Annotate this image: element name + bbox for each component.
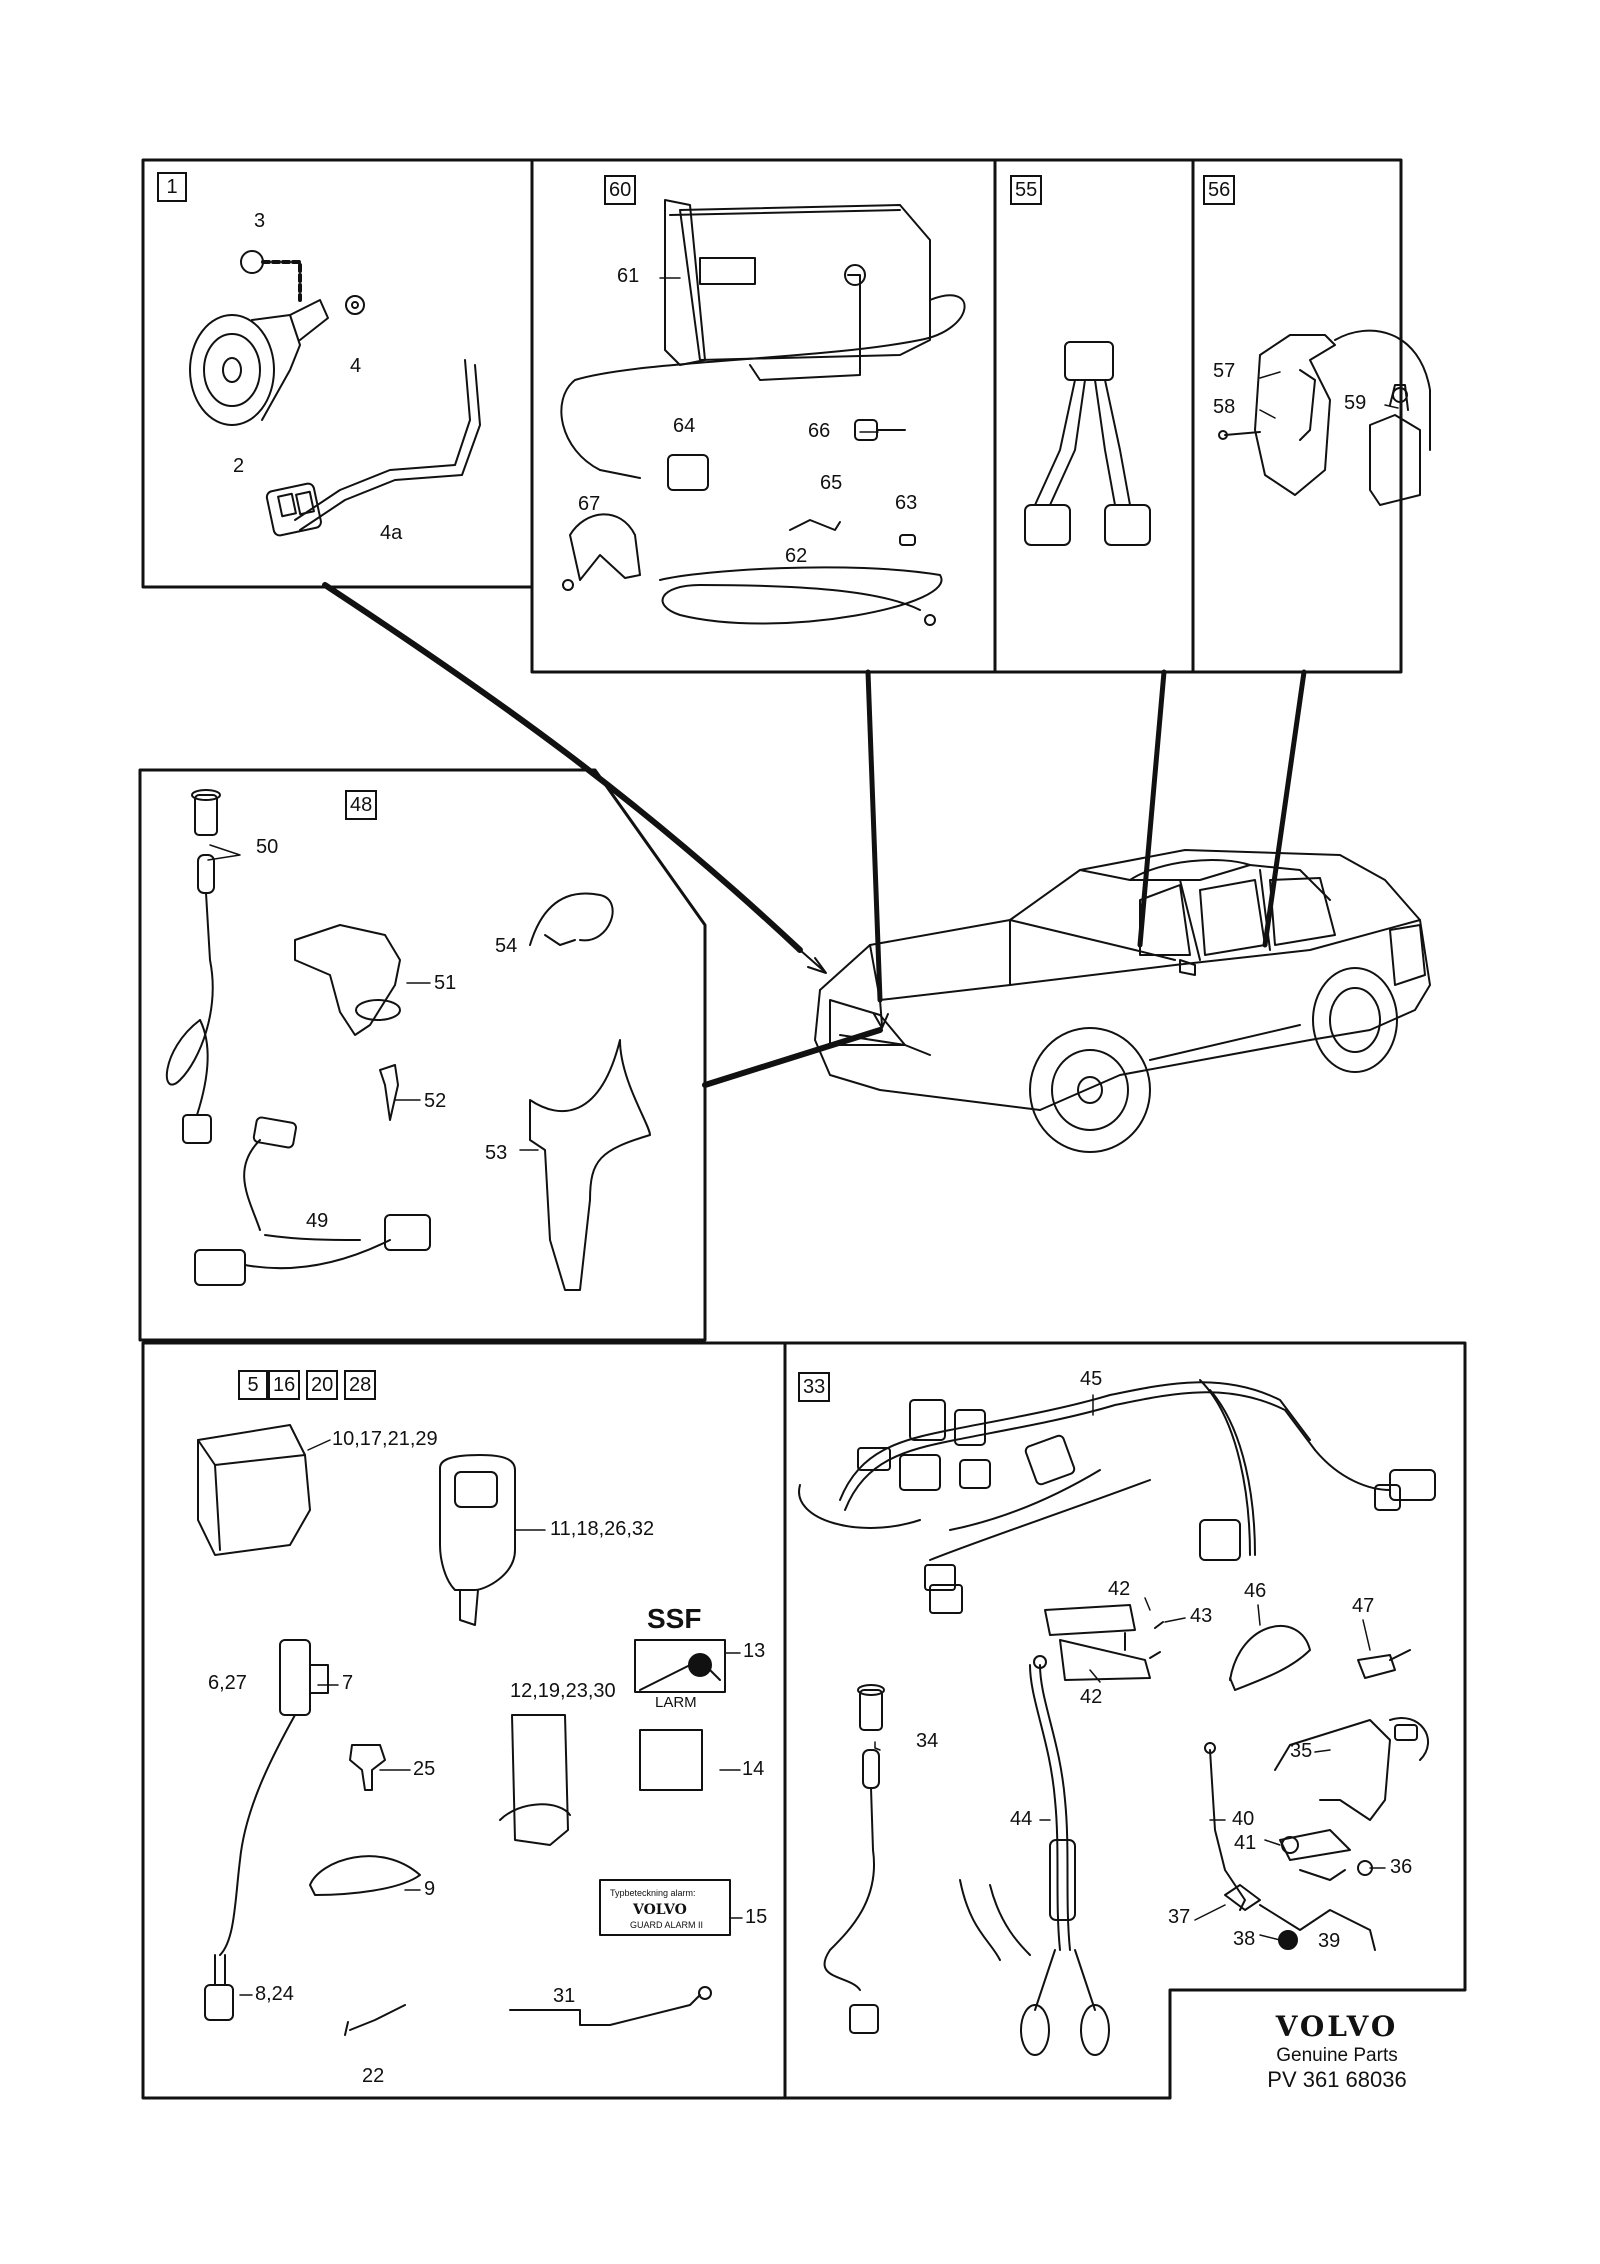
- callout-13: 13: [743, 1640, 766, 1662]
- typbeteckning-text: Typbeteckning alarm:: [610, 1888, 696, 1898]
- lock-56: [1218, 329, 1431, 506]
- larm-sign-text: LARM: [655, 1694, 697, 1711]
- callout-4a: 4a: [380, 522, 403, 544]
- panel-33-frame: [783, 1341, 1467, 2100]
- catalog-code: PV 361 68036: [1267, 2067, 1407, 2092]
- callout-41: 41: [1234, 1832, 1257, 1854]
- callout-57: 57: [1213, 360, 1236, 382]
- callout-42b: 42: [1080, 1686, 1103, 1708]
- callout-25: 25: [413, 1758, 436, 1780]
- callout-9: 9: [424, 1878, 436, 1900]
- harness-55: [1024, 341, 1151, 546]
- leader-lines: [322, 582, 1307, 1088]
- callout-3: 3: [254, 210, 266, 232]
- callout-15: 15: [745, 1906, 768, 1928]
- callout-46: 46: [1244, 1580, 1267, 1602]
- panel-1-frame: [141, 158, 534, 589]
- callout-22: 22: [362, 2065, 385, 2087]
- callout-35: 35: [1290, 1740, 1313, 1762]
- callout-2: 2: [233, 455, 245, 477]
- callout-36: 36: [1390, 1856, 1413, 1878]
- callout-34: 34: [916, 1730, 939, 1752]
- callout-45: 45: [1080, 1368, 1103, 1390]
- callout-67: 67: [578, 493, 601, 515]
- callout-8-24: 8,24: [255, 1983, 294, 2005]
- callout-42a: 42: [1108, 1578, 1131, 1600]
- callout-53: 53: [485, 1142, 508, 1164]
- sticker-volvo-text: VOLVO: [633, 1902, 687, 1918]
- panel-5-id-28: 28: [344, 1370, 377, 1400]
- callout-44: 44: [1010, 1808, 1033, 1830]
- panel-55-id: 55: [1010, 175, 1043, 205]
- panel-48-parts: [165, 789, 651, 1291]
- panel-56-frame: [1191, 158, 1403, 674]
- panel-48-frame: [138, 768, 707, 1342]
- callout-61: 61: [617, 265, 640, 287]
- panel-55-frame: [993, 158, 1195, 674]
- callout-6-27: 6,27: [208, 1672, 247, 1694]
- callout-64: 64: [673, 415, 696, 437]
- panel-1-id: 1: [157, 172, 187, 202]
- callout-62: 62: [785, 545, 808, 567]
- guard-alarm-text: GUARD ALARM II: [630, 1920, 704, 1930]
- panel-33-id: 33: [798, 1372, 831, 1402]
- callout-63: 63: [895, 492, 918, 514]
- callout-10-17-21-29: 10,17,21,29: [332, 1428, 438, 1450]
- callout-51: 51: [434, 972, 457, 994]
- ssf-sign-text: SSF: [647, 1603, 702, 1634]
- callout-52: 52: [424, 1090, 447, 1112]
- callout-47: 47: [1352, 1595, 1375, 1617]
- panel-5-id-20: 20: [306, 1370, 339, 1400]
- callout-14: 14: [742, 1758, 765, 1780]
- callout-58: 58: [1213, 396, 1236, 418]
- panel-33-parts: [798, 1379, 1436, 2056]
- callout-12-19-23-30: 12,19,23,30: [510, 1680, 616, 1702]
- callout-43: 43: [1190, 1605, 1213, 1627]
- panel-5-parts: [197, 1424, 731, 2036]
- panel-frames: [138, 158, 1467, 2100]
- horn-parts: [189, 250, 481, 537]
- callout-59: 59: [1344, 392, 1367, 414]
- callout-49: 49: [306, 1210, 329, 1232]
- brand-block: VOLVO Genuine Parts PV 361 68036: [1262, 2010, 1412, 2093]
- label-leaders: [207, 277, 1399, 1996]
- car-drawing: [814, 849, 1431, 1153]
- panel-56-id: 56: [1203, 175, 1236, 205]
- callout-11-18-26-32: 11,18,26,32: [550, 1518, 655, 1540]
- callout-38: 38: [1233, 1928, 1256, 1950]
- callout-39: 39: [1318, 1930, 1341, 1952]
- panel-5-id-16: 16: [268, 1370, 301, 1400]
- callout-7: 7: [342, 1672, 354, 1694]
- callout-37: 37: [1168, 1906, 1191, 1928]
- volvo-logo: VOLVO: [1275, 2010, 1399, 2043]
- callout-66: 66: [808, 420, 831, 442]
- callout-65: 65: [820, 472, 843, 494]
- callout-4: 4: [350, 355, 362, 377]
- panel-5-id-5: 5: [238, 1370, 268, 1400]
- callout-50: 50: [256, 836, 279, 858]
- siren-parts: [560, 199, 966, 626]
- panel-60-id: 60: [604, 175, 637, 205]
- callout-54: 54: [495, 935, 518, 957]
- brand-subtitle: Genuine Parts: [1276, 2045, 1398, 2066]
- panel-48-id: 48: [345, 790, 378, 820]
- callout-40: 40: [1232, 1808, 1255, 1830]
- callout-31: 31: [553, 1985, 576, 2007]
